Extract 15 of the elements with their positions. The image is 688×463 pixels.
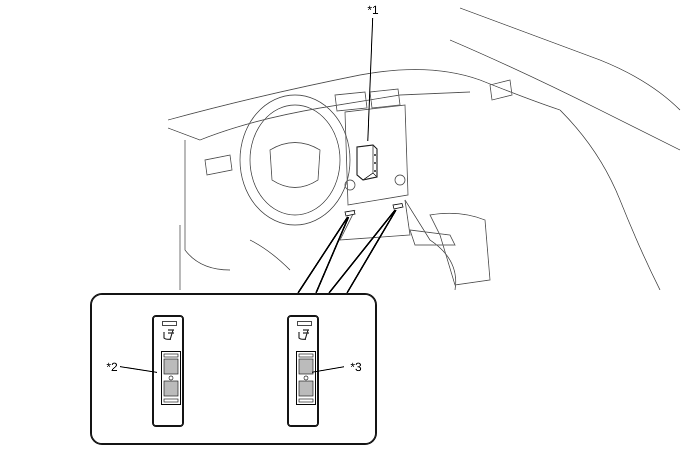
leader-line bbox=[120, 366, 158, 373]
callout-number: *3 bbox=[350, 361, 362, 373]
callout-number: *2 bbox=[106, 361, 118, 373]
switch-location bbox=[344, 210, 356, 217]
leader-line bbox=[367, 18, 374, 142]
leader-line bbox=[328, 209, 397, 294]
leader-line bbox=[297, 216, 350, 294]
switch-connector bbox=[296, 351, 316, 405]
switch-location bbox=[392, 203, 404, 210]
seat-heater-switch-panel bbox=[287, 315, 319, 427]
callout-number: *1 bbox=[367, 4, 379, 16]
seat-heater-switch-panel bbox=[152, 315, 184, 427]
switch-connector bbox=[161, 351, 181, 405]
inset-panel bbox=[90, 293, 377, 445]
leader-line bbox=[312, 366, 344, 373]
